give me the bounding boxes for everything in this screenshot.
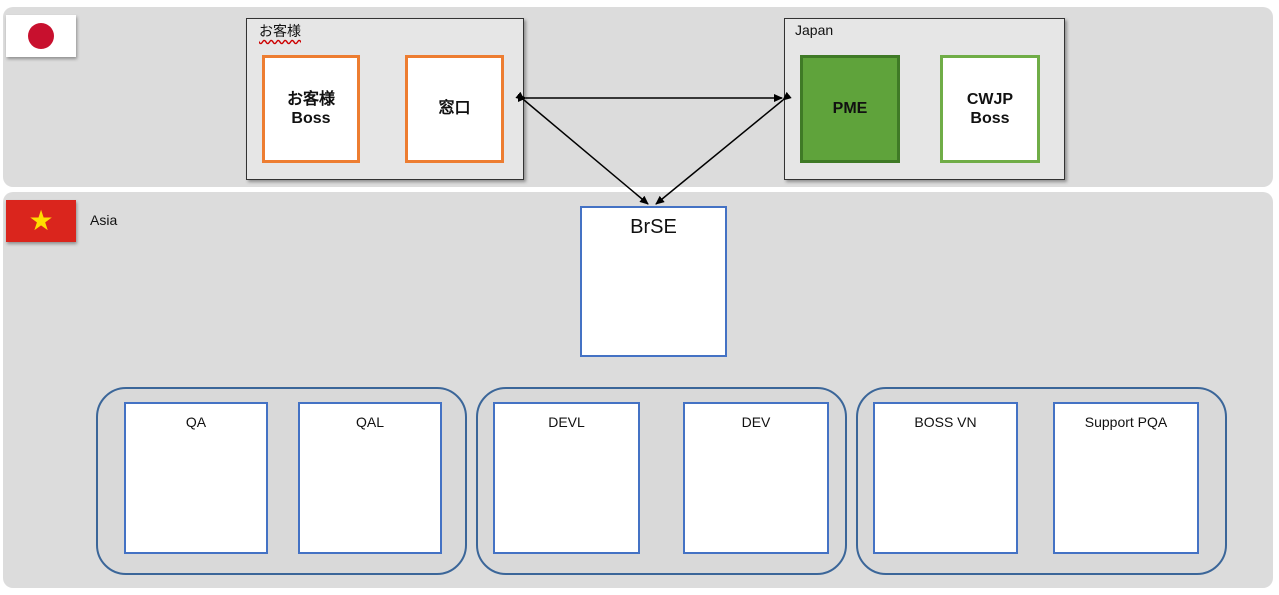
brse-box: BrSE [580,206,727,357]
contact-window-label: 窓口 [438,100,471,118]
japan-group: Japan PME CWJP Boss [784,18,1065,180]
boss-vn-box: BOSS VN [873,402,1018,554]
pme-label: PME [832,100,868,118]
devl-label: DEVL [548,414,585,430]
qa-box: QA [124,402,268,554]
brse-label: BrSE [630,216,677,238]
qal-label: QAL [355,414,384,430]
contact-window-box: 窓口 [405,55,504,163]
arrow-japan-brse [655,91,792,205]
vietnam-flag-icon: ★ [6,200,76,242]
asia-label: Asia [90,212,118,228]
team-group-dev: DEVL DEV [476,387,847,575]
japan-flag-icon [6,15,76,57]
qa-label: QA [185,414,207,430]
team-group-boss: BOSS VN Support PQA [856,387,1227,575]
pme-box: PME [800,55,900,163]
dev-label: DEV [741,414,771,430]
boss-vn-label: BOSS VN [914,414,977,430]
cwjp-boss-box: CWJP Boss [940,55,1040,163]
customer-boss-box: お客様 Boss [262,55,360,163]
arrow-window-brse [515,91,649,205]
customer-group-label: お客様 [259,23,301,39]
qal-box: QAL [298,402,442,554]
dev-box: DEV [683,402,829,554]
customer-boss-label: お客様 Boss [286,90,335,127]
devl-box: DEVL [493,402,640,554]
support-pqa-box: Support PQA [1053,402,1199,554]
customer-group: お客様 お客様 Boss 窓口 [246,18,524,180]
japan-group-label: Japan [795,22,834,38]
team-group-qa: QA QAL [96,387,467,575]
support-pqa-label: Support PQA [1084,414,1168,430]
cwjp-boss-label: CWJP Boss [966,90,1014,127]
